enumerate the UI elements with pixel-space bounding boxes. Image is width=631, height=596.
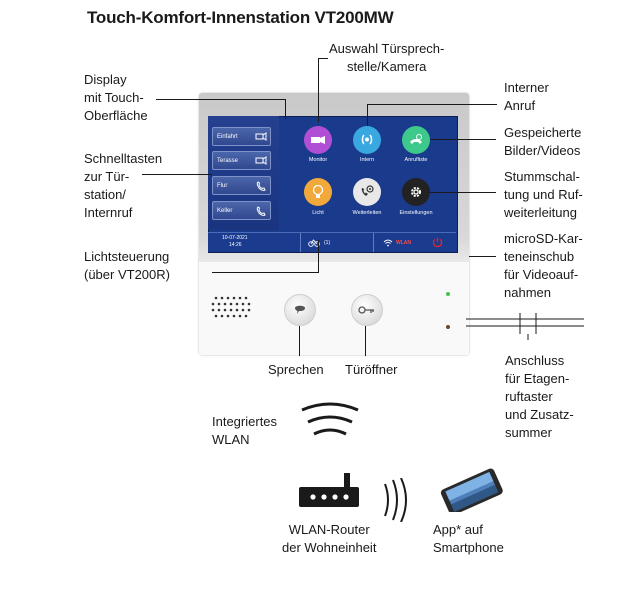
lightbulb-icon xyxy=(312,184,324,198)
quick-button-terasse[interactable]: Terasse xyxy=(212,151,271,170)
diagram-title: Touch-Komfort-Innenstation VT200MW xyxy=(87,8,394,27)
wireless-signal-icon xyxy=(384,478,407,522)
callout-line-display xyxy=(156,99,286,100)
speaker-grille xyxy=(211,296,251,318)
callout-line-intern xyxy=(367,104,368,126)
status-time: 14:26 xyxy=(229,242,242,248)
quick-button-panel: Einfahrt Terasse Flur Keller xyxy=(208,116,279,230)
callout-line-schnelltasten xyxy=(142,174,212,175)
bike-icon xyxy=(308,239,320,247)
weiterleiten-app-icon[interactable] xyxy=(353,178,381,206)
intern-app-label: Intern xyxy=(359,157,375,163)
connector-wires xyxy=(466,313,584,340)
screen-status-bar: 10-07-2021 14:26 (1) WLAN xyxy=(208,232,456,252)
einstellungen-app-label: Einstellungen xyxy=(399,210,433,216)
label-stummschaltung: Stummschal-tung und Ruf-weiterleitung xyxy=(504,169,583,220)
status-date: 10-07-2021 xyxy=(222,235,248,241)
anrufliste-app-label: Anrufliste xyxy=(404,157,428,163)
camera-icon xyxy=(311,136,325,144)
phone-icon xyxy=(256,206,266,216)
camera-icon xyxy=(255,132,267,141)
door-opener-button[interactable] xyxy=(351,294,383,326)
camera-icon xyxy=(255,156,267,165)
callout-line-auswahl xyxy=(318,58,328,59)
power-icon[interactable] xyxy=(432,237,443,248)
label-tueroeffner: Türöffner xyxy=(345,362,398,377)
callout-line-tueroeffner xyxy=(365,326,366,356)
callout-line-gespeicherte xyxy=(430,139,496,140)
status-led-brown xyxy=(446,325,450,329)
intern-app-icon[interactable] xyxy=(353,126,381,154)
quick-button-label: Einfahrt xyxy=(217,134,238,140)
status-led-green xyxy=(446,292,450,296)
router-icon xyxy=(299,473,359,507)
device-lower-panel xyxy=(199,262,469,355)
label-lichtsteuerung: Lichtsteuerung(über VT200R) xyxy=(84,249,170,282)
gear-icon xyxy=(411,187,421,197)
quick-button-label: Keller xyxy=(217,208,233,214)
talk-icon xyxy=(295,305,305,314)
callout-line-display xyxy=(285,99,286,119)
phone-icon xyxy=(256,181,266,191)
monitor-app-icon[interactable] xyxy=(304,126,332,154)
wlan-waves-icon xyxy=(301,402,359,436)
status-wlan: WLAN xyxy=(396,240,411,246)
label-auswahl: Auswahl Türsprech-stelle/Kamera xyxy=(329,41,445,74)
callout-line-microsd xyxy=(469,256,496,257)
quick-button-label: Flur xyxy=(217,183,228,189)
quick-button-keller[interactable]: Keller xyxy=(212,201,271,220)
quick-button-flur[interactable]: Flur xyxy=(212,176,271,195)
speak-button[interactable] xyxy=(284,294,316,326)
callout-line-sprechen xyxy=(299,326,300,356)
status-divider xyxy=(300,233,301,252)
key-icon xyxy=(358,306,374,314)
weiterleiten-app-label: Weiterleiten xyxy=(352,210,382,216)
call-list-icon xyxy=(410,134,422,144)
quick-button-label: Terasse xyxy=(217,158,239,164)
intercom-icon xyxy=(361,134,373,145)
monitor-app-label: Monitor xyxy=(308,157,328,163)
callout-line-licht xyxy=(318,240,319,273)
wifi-icon xyxy=(383,239,393,247)
smartphone-icon xyxy=(440,468,503,512)
callout-line-stumm xyxy=(430,192,496,193)
licht-app-label: Licht xyxy=(312,210,324,216)
licht-app-icon[interactable] xyxy=(304,178,332,206)
callout-line-intern xyxy=(367,104,497,105)
status-count: (1) xyxy=(324,240,331,246)
label-sprechen: Sprechen xyxy=(268,362,324,377)
forward-call-icon xyxy=(361,185,374,196)
callout-line-auswahl xyxy=(318,58,319,122)
einstellungen-app-icon[interactable] xyxy=(402,178,430,206)
callout-line-licht xyxy=(212,272,318,273)
status-divider xyxy=(373,233,374,252)
quick-button-einfahrt[interactable]: Einfahrt xyxy=(212,127,271,146)
anrufliste-app-icon[interactable] xyxy=(402,126,430,154)
